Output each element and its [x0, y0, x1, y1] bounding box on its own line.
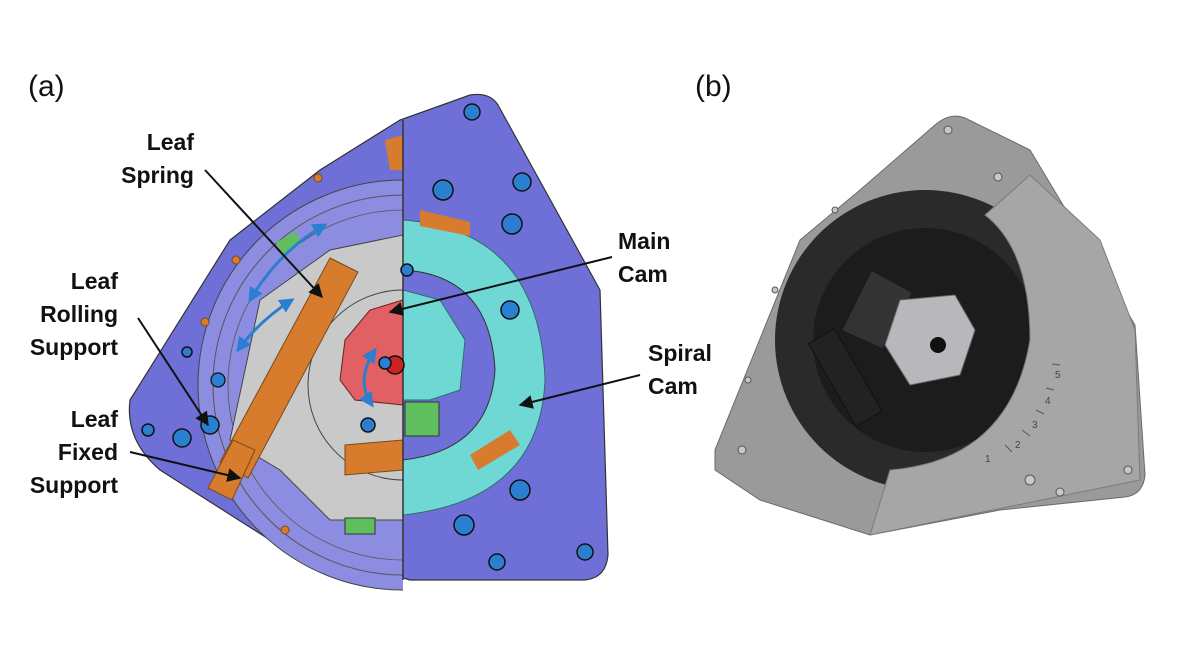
callout-leaf-rolling-support: Leaf Rolling Support [29, 268, 118, 360]
photo-scale-number-1: 1 [985, 454, 991, 465]
panel-a-cad-render [128, 93, 609, 591]
leaf-spring-bar [219, 257, 359, 479]
callout-leaders [129, 169, 641, 482]
photo-scale-number-4: 4 [1045, 396, 1051, 407]
green-block-center [404, 401, 440, 437]
leader-leaf-rolling-support [137, 317, 209, 427]
green-block-bottom [344, 517, 376, 535]
leader-main-cam [388, 256, 613, 316]
photo-center-cam [884, 294, 976, 386]
leader-leaf-spring [204, 169, 323, 299]
photo-scale-number-3: 3 [1032, 420, 1038, 431]
callout-spiral-cam: Spiral Cam [648, 340, 712, 399]
fasteners [141, 103, 594, 571]
photo-scale-number-5: 5 [1055, 370, 1061, 381]
panel-b-photo: 1 2 3 4 5 [714, 115, 1146, 536]
callout-leaf-fixed-support: Leaf Fixed Support [29, 406, 118, 498]
photo-scale-ticks [1004, 363, 1061, 453]
callout-main-cam: Main Cam [618, 228, 671, 287]
panel-b-label: (b) [695, 70, 732, 103]
leader-spiral-cam [518, 374, 641, 409]
leader-leaf-fixed-support [129, 451, 242, 482]
orange-pins [200, 173, 323, 535]
photo-leaf [807, 328, 883, 427]
callout-leaf-spring: Leaf Spring [121, 129, 194, 188]
photo-screws [737, 125, 1133, 497]
photo-spiral-cam [869, 174, 1141, 536]
panel-a-label: (a) [28, 70, 65, 103]
photo-scale-number-2: 2 [1015, 440, 1021, 451]
